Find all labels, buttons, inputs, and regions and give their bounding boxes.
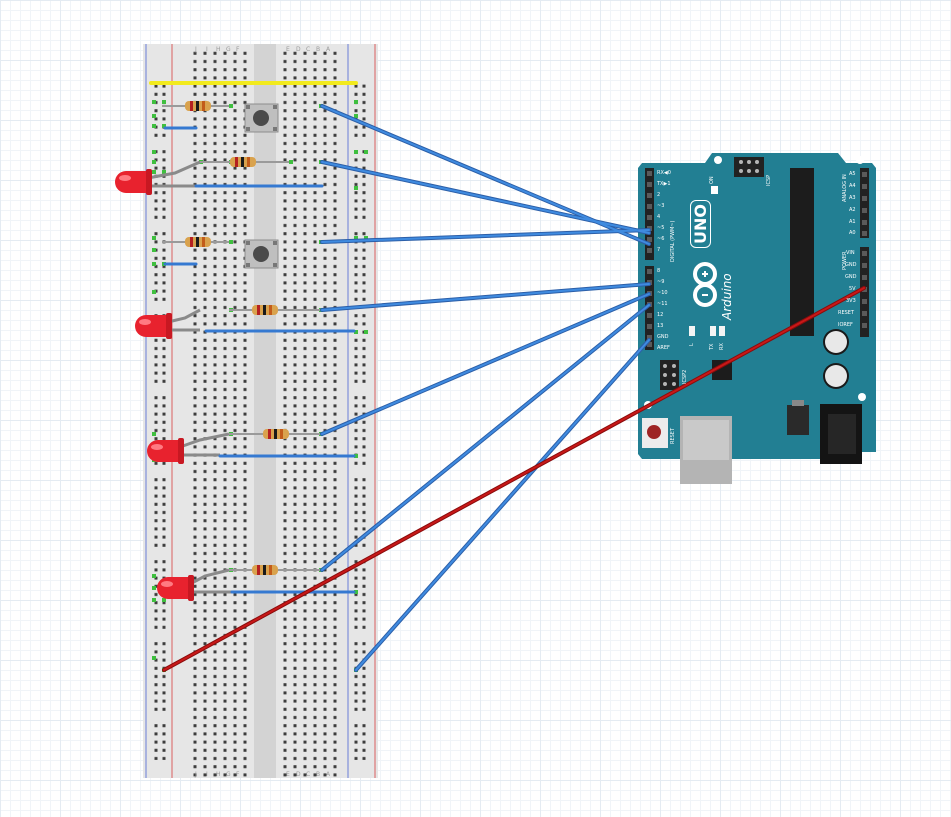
arduino-uno-board (638, 153, 876, 484)
resistor (229, 565, 322, 575)
svg-text:C: C (306, 771, 310, 778)
push-button (244, 103, 279, 133)
svg-text:F: F (236, 46, 240, 53)
svg-text:I: I (206, 46, 208, 53)
resistor (162, 237, 229, 247)
signal-wires-highlight (321, 105, 650, 671)
svg-text:D: D (296, 46, 301, 53)
led-red (157, 575, 194, 601)
svg-text:B: B (316, 771, 320, 778)
svg-text:C: C (306, 46, 310, 53)
svg-text:D: D (296, 771, 301, 778)
svg-text:H: H (216, 46, 221, 53)
led-leads (147, 160, 232, 594)
led-red (135, 313, 172, 339)
svg-text:J: J (194, 771, 197, 778)
led-red (115, 169, 152, 195)
resistor (162, 101, 229, 111)
svg-text:J: J (194, 46, 197, 53)
svg-text:G: G (226, 46, 231, 53)
svg-text:E: E (286, 771, 290, 778)
led-red (147, 438, 184, 464)
svg-text:B: B (316, 46, 320, 53)
svg-text:H: H (216, 771, 221, 778)
resistor (229, 429, 322, 439)
push-button (244, 239, 279, 269)
svg-text:A: A (326, 46, 331, 53)
power-wire-5v-highlight (163, 287, 865, 671)
svg-text:A: A (326, 771, 331, 778)
resistor (229, 305, 322, 315)
svg-text:E: E (286, 46, 290, 53)
svg-text:G: G (226, 771, 231, 778)
resistor (200, 157, 289, 167)
svg-text:F: F (236, 771, 240, 778)
rail-jumpers (163, 126, 356, 594)
svg-text:I: I (206, 771, 208, 778)
